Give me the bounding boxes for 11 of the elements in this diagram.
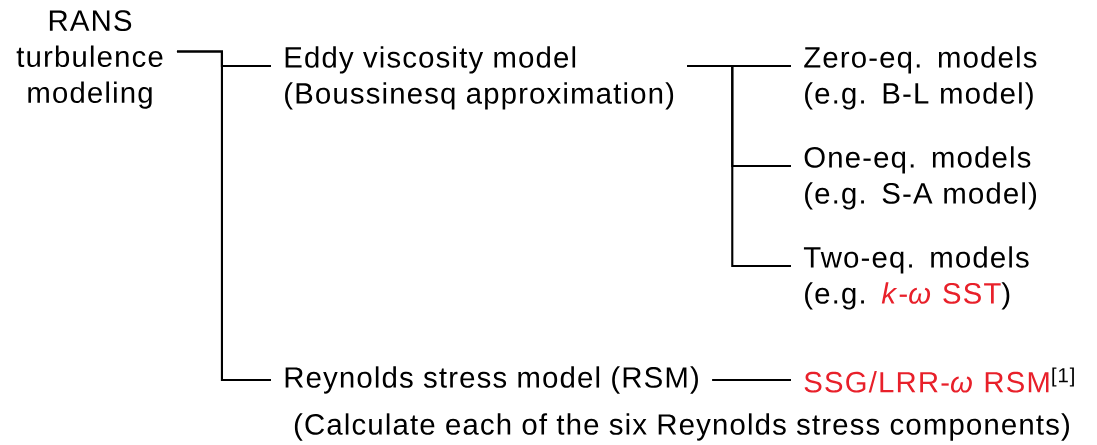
connector-line bbox=[712, 378, 791, 382]
text-label: Reynolds stress model (RSM) bbox=[285, 366, 698, 394]
connector-line bbox=[176, 50, 271, 382]
text-label: RANS turbulence modeling bbox=[16, 10, 163, 109]
text-label: SSG/LRR-ω RSM[1] bbox=[804, 367, 1074, 393]
text-label: One-eq. models (e.g. S-A model) bbox=[804, 146, 1036, 210]
note-text: (Calculate each of the six Reynolds stress components) bbox=[294, 413, 1069, 441]
text-label: Two-eq. models (e.g. k-ω SST) bbox=[803, 246, 1029, 310]
text-label: Zero-eq. models (e.g. B-L model) bbox=[804, 46, 1037, 110]
text-label: Eddy viscosity model (Boussinesq approximation) bbox=[285, 46, 674, 110]
connector-line bbox=[687, 64, 791, 268]
